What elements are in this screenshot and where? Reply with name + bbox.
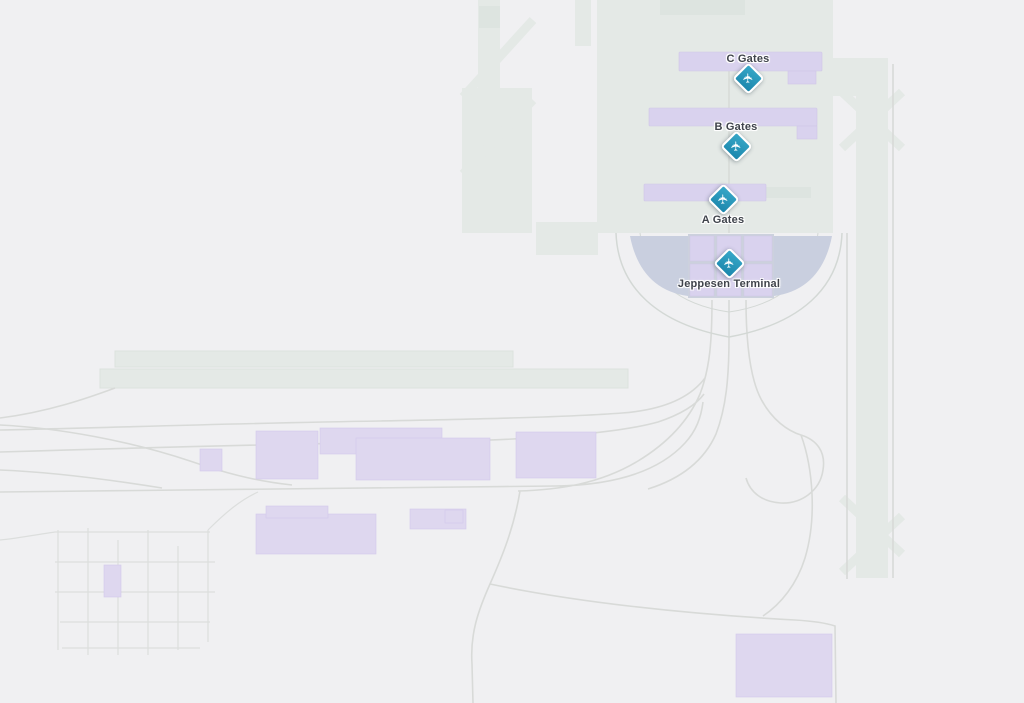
landside-building <box>255 430 319 480</box>
runway-crossing-taxiway <box>838 88 906 152</box>
marker-label: C Gates <box>726 53 770 65</box>
diagonal-taxiway <box>459 96 537 178</box>
concourse-a-east-stub <box>766 187 811 198</box>
terminal-building-block <box>743 235 773 262</box>
east-runway <box>856 62 888 578</box>
concourse-a-building <box>643 183 767 202</box>
terminal-building-block <box>743 263 773 297</box>
marker-label: B Gates <box>714 121 758 133</box>
apron-detail <box>660 0 745 15</box>
diagonal-taxiway <box>459 16 537 101</box>
terminal-west-wing <box>630 236 688 296</box>
landside-building <box>103 564 122 598</box>
landside-building <box>515 431 597 479</box>
concourse-b-annex <box>796 125 818 140</box>
street-grid <box>0 491 259 655</box>
terminal-building-block <box>689 263 715 297</box>
apron-southwest-stub <box>536 222 598 255</box>
concourse-b-building <box>648 107 818 127</box>
apron-detail <box>479 6 500 28</box>
west-runway-north <box>114 350 514 368</box>
runway-crossing-taxiway <box>838 494 906 576</box>
terminal-building-block <box>689 235 715 262</box>
terminal-boundary-outline <box>615 232 843 338</box>
landside-building <box>444 509 464 524</box>
landside-building <box>255 513 377 555</box>
west-runway-south <box>99 368 629 389</box>
taxiway-stub <box>575 0 591 46</box>
marker-label: Jeppesen Terminal <box>677 278 781 290</box>
concourse-c-annex <box>787 70 817 85</box>
landside-building <box>265 505 329 519</box>
landside-building <box>199 448 223 472</box>
marker-label: A Gates <box>701 214 745 226</box>
landside-building <box>355 437 491 481</box>
terminal-east-wing <box>774 236 832 296</box>
landside-building <box>735 633 833 698</box>
